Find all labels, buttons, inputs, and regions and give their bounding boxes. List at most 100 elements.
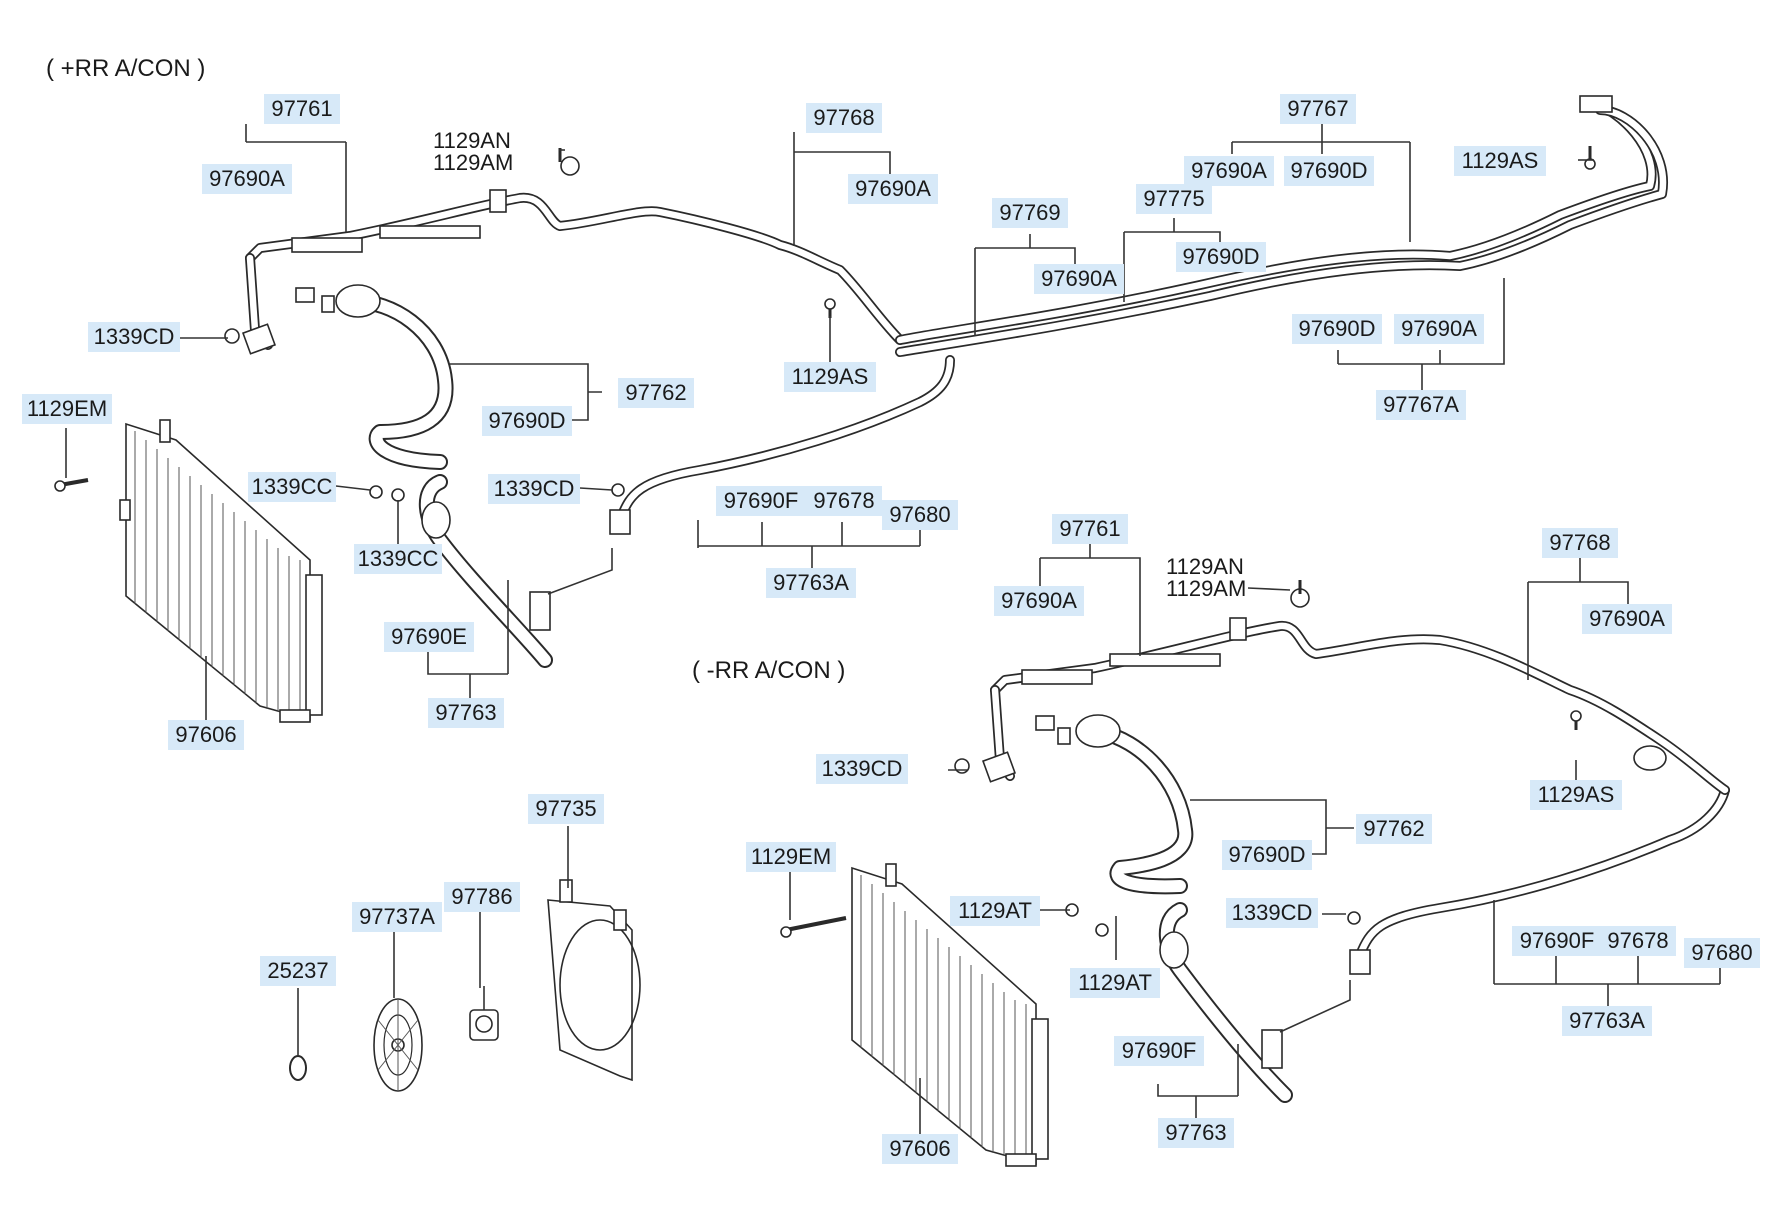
label-97690f-bottom-2: 97690F — [1114, 1036, 1204, 1066]
label-97690a-top-1: 97690A — [202, 164, 292, 194]
fan-blade — [373, 998, 423, 1092]
svg-text:1129AT: 1129AT — [1078, 970, 1152, 995]
label-1129am-bottom: 1129AM — [1166, 576, 1246, 601]
label-97680-top: 97680 — [882, 500, 958, 530]
section-title-with-rear-ac: ( +RR A/CON ) — [46, 55, 205, 82]
svg-text:97680: 97680 — [1691, 940, 1752, 965]
svg-text:97761: 97761 — [271, 96, 332, 121]
part-labels-bottom: 97761 97690A 1129AN 1129AM 97768 97690A … — [746, 514, 1760, 1164]
leader-lines — [65, 124, 1721, 1144]
svg-text:97690A: 97690A — [1001, 588, 1077, 613]
label-97761-bottom: 97761 — [1052, 514, 1128, 544]
svg-text:97775: 97775 — [1143, 186, 1204, 211]
svg-text:97767: 97767 — [1287, 96, 1348, 121]
svg-text:97690D: 97690D — [1298, 316, 1375, 341]
label-97690d-top-3: 97690D — [1292, 314, 1382, 344]
top-assembly-drawing — [54, 95, 1669, 723]
fasteners-top — [224, 146, 1596, 502]
svg-text:97680: 97680 — [889, 502, 950, 527]
svg-text:97606: 97606 — [175, 722, 236, 747]
discharge-hose-bottom — [1158, 902, 1351, 1103]
label-97690a-top-2: 97690A — [848, 174, 938, 204]
label-1129em-top: 1129EM — [22, 394, 112, 424]
svg-text:97690A: 97690A — [855, 176, 931, 201]
label-97762-bottom: 97762 — [1356, 814, 1432, 844]
label-1129as-bottom: 1129AS — [1530, 780, 1622, 810]
svg-text:97690E: 97690E — [391, 624, 467, 649]
svg-text:1129EM: 1129EM — [751, 844, 831, 869]
label-25237: 25237 — [260, 956, 336, 986]
suction-pipe-top — [241, 189, 905, 355]
label-97767a-top: 97767A — [1376, 390, 1466, 420]
label-97690d-top-4: 97690D — [482, 406, 572, 436]
label-97678-top: 97678 — [806, 486, 882, 516]
label-97775-top: 97775 — [1136, 184, 1212, 214]
label-1129as-top-1: 1129AS — [1454, 146, 1546, 176]
label-97690f-bottom-1: 97690F — [1512, 926, 1602, 956]
condenser-bottom — [851, 863, 1049, 1167]
svg-text:97737A: 97737A — [359, 904, 435, 929]
label-97761-top: 97761 — [264, 94, 340, 124]
svg-text:97763: 97763 — [1165, 1120, 1226, 1145]
label-97767-top: 97767 — [1280, 94, 1356, 124]
svg-text:97763: 97763 — [435, 700, 496, 725]
suction-hose-bottom — [1035, 714, 1194, 895]
svg-text:97690D: 97690D — [1290, 158, 1367, 183]
label-97737a: 97737A — [352, 902, 442, 932]
svg-text:97690A: 97690A — [1191, 158, 1267, 183]
label-97690f-top: 97690F — [716, 486, 806, 516]
label-1129as-top-2: 1129AS — [784, 362, 876, 392]
label-97763a-bottom: 97763A — [1562, 1006, 1652, 1036]
svg-text:97763A: 97763A — [1569, 1008, 1645, 1033]
label-1339cd-bottom-2: 1339CD — [1226, 898, 1318, 928]
svg-text:25237: 25237 — [267, 958, 328, 983]
label-1129an-bottom: 1129AN — [1166, 554, 1244, 579]
label-1339cd-top-1: 1339CD — [88, 322, 180, 352]
svg-text:97768: 97768 — [1549, 530, 1610, 555]
svg-text:1129AS: 1129AS — [1462, 148, 1539, 173]
discharge-hose-top — [418, 474, 613, 668]
condenser-top — [119, 419, 323, 723]
bolt-1129em-top — [54, 478, 89, 492]
svg-text:1339CD: 1339CD — [1232, 900, 1313, 925]
svg-text:97690D: 97690D — [1228, 842, 1305, 867]
label-97690d-top-1: 97690D — [1284, 156, 1374, 186]
svg-text:1129AS: 1129AS — [1538, 782, 1615, 807]
svg-text:1339CC: 1339CC — [358, 546, 439, 571]
part-labels-fan: 97735 97786 97737A 25237 — [260, 794, 604, 986]
label-97690a-top-5: 97690A — [1394, 314, 1484, 344]
svg-text:1129AN: 1129AN — [433, 128, 511, 153]
svg-text:97767A: 97767A — [1383, 392, 1459, 417]
label-97763-bottom: 97763 — [1158, 1118, 1234, 1148]
label-97735: 97735 — [528, 794, 604, 824]
label-1129at-bottom-1: 1129AT — [950, 896, 1040, 926]
svg-text:1339CC: 1339CC — [252, 474, 333, 499]
label-97690a-top-4: 97690A — [1034, 264, 1124, 294]
svg-text:97786: 97786 — [451, 884, 512, 909]
label-97690a-top-3: 97690A — [1184, 156, 1274, 186]
label-1129at-bottom-2: 1129AT — [1070, 968, 1160, 998]
svg-text:1129AS: 1129AS — [792, 364, 869, 389]
fan-motor — [469, 986, 499, 1041]
label-97763a-top: 97763A — [766, 568, 856, 598]
o-ring — [289, 1055, 307, 1081]
label-97690a-bottom-2: 97690A — [1582, 604, 1672, 634]
label-97768-top: 97768 — [806, 103, 882, 133]
svg-text:97690D: 97690D — [1182, 244, 1259, 269]
svg-text:97606: 97606 — [889, 1136, 950, 1161]
label-97768-bottom: 97768 — [1542, 528, 1618, 558]
rear-ac-lines-top — [895, 95, 1669, 357]
section-title-without-rear-ac: ( -RR A/CON ) — [692, 657, 845, 684]
bolt-1129em-bottom — [780, 916, 847, 938]
label-1339cc-top-2: 1339CC — [354, 544, 442, 574]
label-97763-top: 97763 — [428, 698, 504, 728]
svg-text:97762: 97762 — [625, 380, 686, 405]
liquid-line-bottom — [1349, 785, 1730, 975]
svg-text:97678: 97678 — [1607, 928, 1668, 953]
suction-hose-top — [295, 284, 454, 470]
label-1129an-top: 1129AN — [433, 128, 511, 153]
svg-text:97678: 97678 — [813, 488, 874, 513]
suction-pipe-bottom — [981, 617, 1730, 795]
svg-text:1129AM: 1129AM — [1166, 576, 1246, 601]
